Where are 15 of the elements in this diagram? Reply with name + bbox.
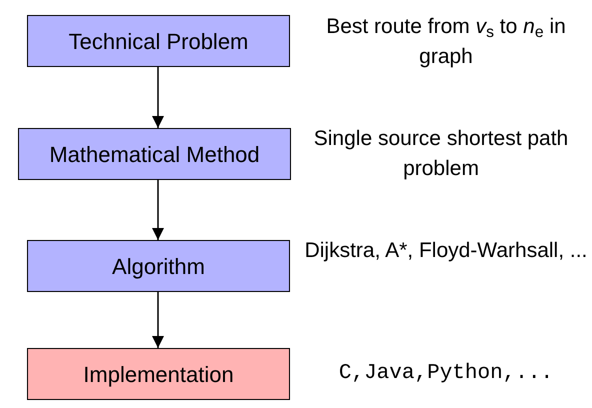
annotation: C,Java,Python,... <box>338 361 554 387</box>
box-label: Algorithm <box>112 252 205 281</box>
process-box <box>27 348 290 400</box>
arrow <box>152 67 164 128</box>
box-label: Technical Problem <box>68 28 248 56</box>
process-box <box>27 240 290 292</box>
box-label: Implementation <box>83 360 234 389</box>
arrow <box>152 292 164 348</box>
process-box <box>18 128 291 180</box>
arrow <box>152 180 164 240</box>
annotation: Single source shortest path problem <box>312 126 570 182</box>
process-box <box>27 15 290 67</box>
annotation: Best route from v$_{s}$ to n$_{e}$ in graph <box>325 14 567 70</box>
box-label: Mathematical Method <box>49 140 260 168</box>
annotation: Dijkstra, A*, Floyd-Warhsall, ... <box>304 238 588 264</box>
